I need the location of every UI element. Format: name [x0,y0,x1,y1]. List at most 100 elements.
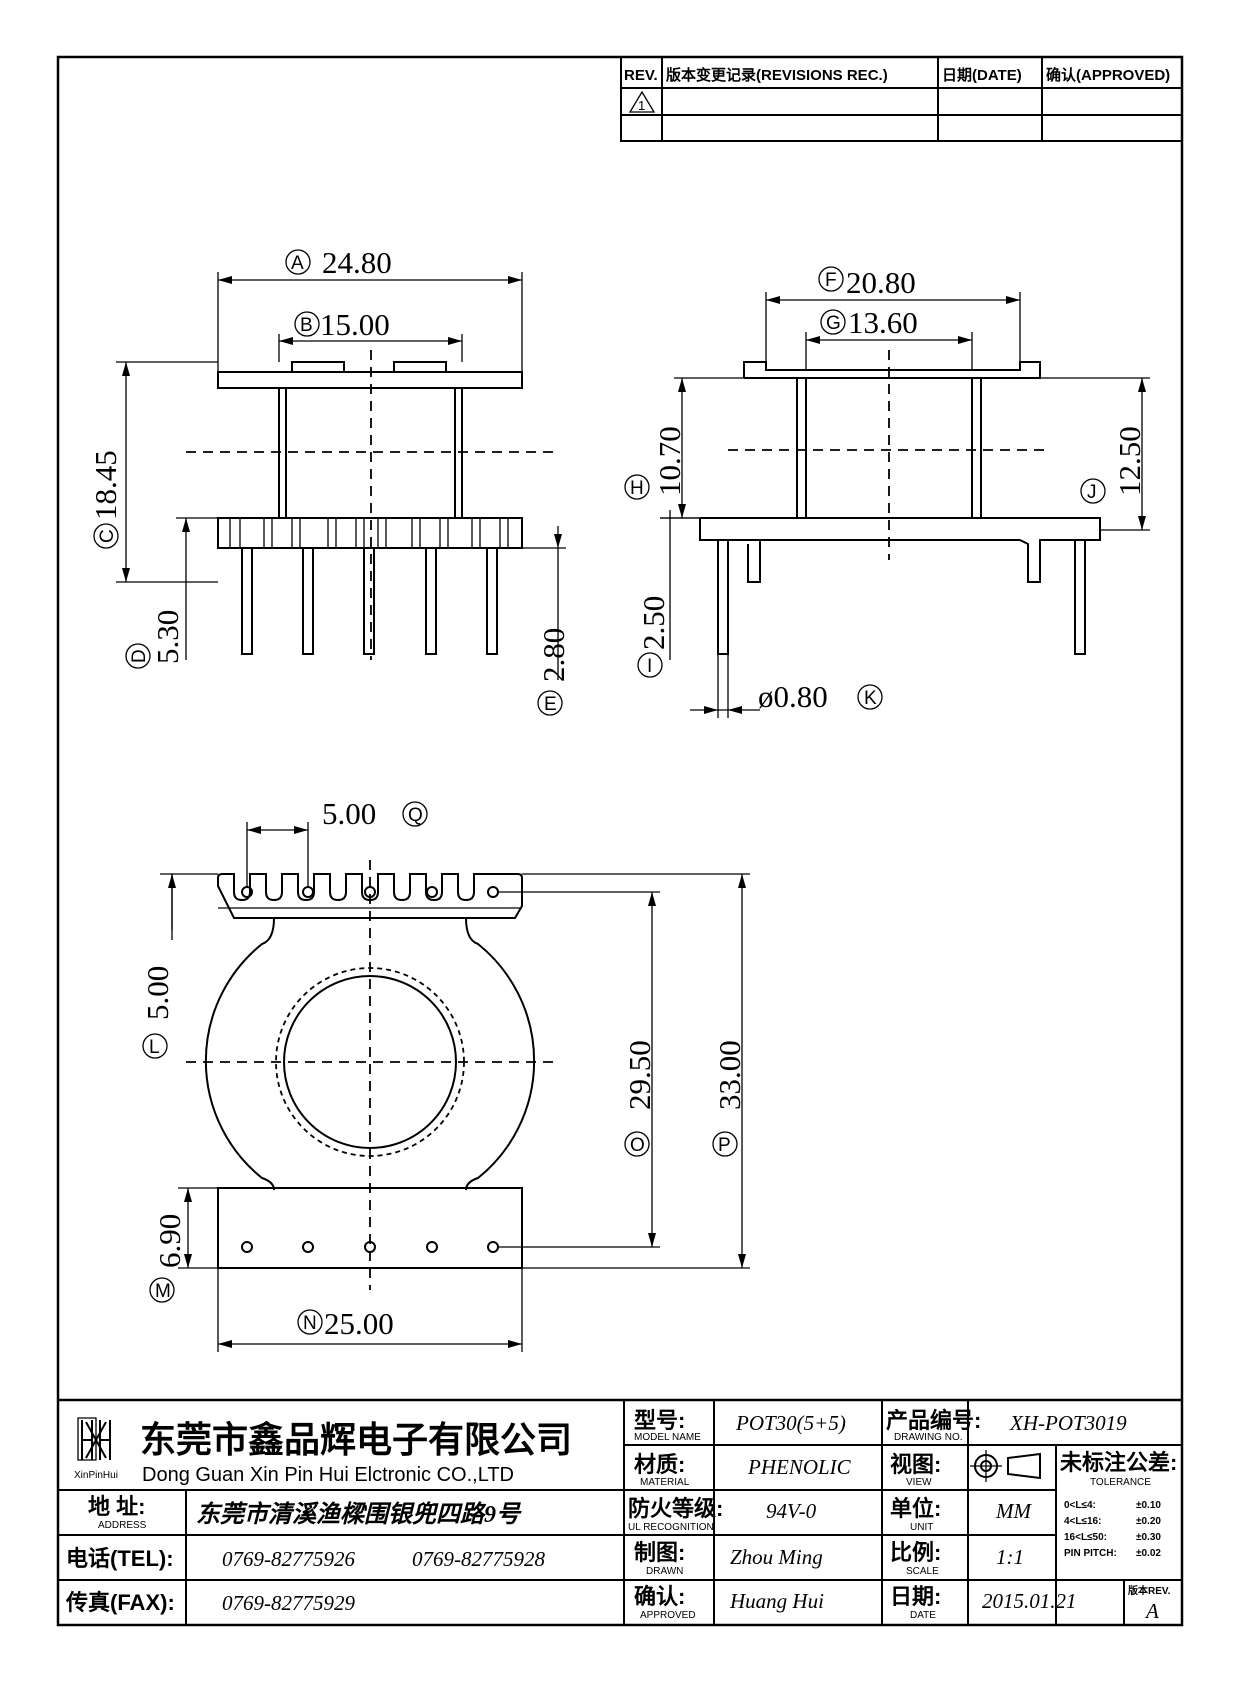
address-label-en: ADDRESS [98,1520,147,1531]
approved-label-en: APPROVED [640,1610,696,1621]
svg-text:29.50: 29.50 [622,1040,657,1110]
svg-text:D: D [129,649,150,663]
rev-value: A [1144,1599,1159,1623]
dim-A: A 24.80 [285,245,392,280]
tolerance-list: 0<L≤4: ±0.10 4<L≤16: ±0.20 16<L≤50: ±0.3… [1064,1500,1161,1559]
svg-text:10.70: 10.70 [652,426,687,496]
drawing-no-label-en: DRAWING NO. [894,1432,963,1443]
svg-text:L: L [149,1037,160,1058]
revision-record-header: 版本变更记录(REVISIONS REC.) [666,66,888,84]
drawn-value: Zhou Ming [730,1545,823,1569]
svg-text:Q: Q [408,805,423,826]
unit-label: 单位: [890,1496,941,1521]
dim-I-circle: I [637,652,663,678]
address-label: 地 址: [88,1494,145,1519]
model-label-en: MODEL NAME [634,1432,701,1443]
dim-P-circle: P [712,1131,738,1157]
company-name-cn: 东莞市鑫品辉电子有限公司 [140,1420,572,1460]
svg-text:A: A [291,253,304,274]
svg-text:H: H [630,478,644,499]
drawn-label: 制图: [634,1540,685,1565]
svg-text:±0.10: ±0.10 [1136,1500,1161,1511]
svg-text:4<L≤16:: 4<L≤16: [1064,1516,1101,1527]
dim-C: C 18.45 [88,450,123,549]
model-label: 型号: [634,1408,685,1433]
dim-Q: 5.00 Q [322,796,428,831]
svg-text:P: P [718,1135,731,1156]
dim-M-circle: M [149,1277,175,1303]
date-header: 日期(DATE) [942,66,1022,84]
flame-label: 防火等级: [628,1496,723,1521]
drawn-label-en: DRAWN [646,1566,683,1577]
view-label-en: VIEW [906,1477,932,1488]
svg-text:±0.20: ±0.20 [1136,1516,1161,1527]
dim-B: B 15.00 [294,307,390,342]
svg-text:O: O [630,1135,645,1156]
dim-O-circle: O [624,1131,650,1157]
dim-J-circle: J [1080,478,1106,504]
material-label-en: MATERIAL [640,1477,690,1488]
date-value: 2015.01.21 [982,1589,1077,1613]
date-label: 日期: [890,1584,941,1609]
svg-text:E: E [544,694,557,715]
material-value: PHENOLIC [747,1455,852,1479]
svg-text:24.80: 24.80 [322,245,392,280]
dim-N: N 25.00 [297,1306,394,1341]
svg-text:J: J [1087,482,1097,503]
fax-value: 0769-82775929 [222,1591,355,1615]
svg-text:I: I [647,656,652,677]
svg-text:25.00: 25.00 [324,1306,394,1341]
dim-J: 12.50 [1112,426,1147,496]
tel-2: 0769-82775928 [412,1547,545,1571]
dim-H-circle: H [624,474,650,500]
drawing-no-value: XH-POT3019 [1009,1411,1127,1435]
svg-text:13.60: 13.60 [848,305,918,340]
dim-H: 10.70 [652,426,687,496]
svg-text:M: M [155,1281,171,1302]
date-label-en: DATE [910,1610,936,1621]
svg-text:12.50: 12.50 [1112,426,1147,496]
revision-triangle-icon: 1 [628,90,656,113]
address-value: 东莞市清溪渔樑围银兜四路9号 [196,1501,522,1528]
fax-label: 传真(FAX): [65,1590,175,1615]
rev-header: REV. [624,67,658,84]
svg-text:F: F [825,270,837,291]
projection-symbol-icon [970,1450,1041,1482]
company-name-en: Dong Guan Xin Pin Hui Elctronic CO.,LTD [142,1464,514,1486]
svg-text:XinPinHui: XinPinHui [74,1470,118,1481]
dim-I: 2.50 [636,596,671,650]
rev-label: 版本REV. [1128,1584,1171,1597]
approved-header: 确认(APPROVED) [1046,66,1170,84]
dim-O: 29.50 [622,1040,657,1110]
svg-text:15.00: 15.00 [320,307,390,342]
dim-G: G 13.60 [820,305,918,340]
unit-label-en: UNIT [910,1522,933,1533]
dim-E-circle: E [537,690,563,716]
material-label: 材质: [634,1452,685,1477]
bottom-view: 5.00 Q 5.00 L 29.50 O [140,796,750,1352]
front-pins [241,547,498,655]
drawing-no-label: 产品编号: [886,1408,981,1433]
tel-label: 电话(TEL): [66,1546,174,1571]
svg-text:G: G [826,313,841,334]
unit-value: MM [995,1499,1032,1523]
svg-text:5.00: 5.00 [322,796,376,831]
company-logo: XinPinHui [74,1417,118,1481]
view-label: 视图: [890,1452,941,1477]
dim-M: 6.90 [152,1214,187,1268]
dim-D: D 5.30 [125,610,185,669]
svg-text:2.80: 2.80 [536,628,571,682]
svg-text:B: B [300,315,313,336]
svg-text:±0.30: ±0.30 [1136,1532,1161,1543]
svg-text:0<L≤4:: 0<L≤4: [1064,1500,1096,1511]
model-value: POT30(5+5) [735,1411,846,1435]
svg-text:5.30: 5.30 [150,610,185,664]
scale-label: 比例: [890,1540,941,1565]
tolerance-label-en: TOLERANCE [1090,1477,1151,1488]
dim-L-circle: L [142,1033,168,1059]
svg-text:5.00: 5.00 [140,966,175,1020]
scale-label-en: SCALE [906,1566,939,1577]
svg-text:PIN PITCH:: PIN PITCH: [1064,1548,1117,1559]
flame-value: 94V-0 [766,1499,817,1523]
